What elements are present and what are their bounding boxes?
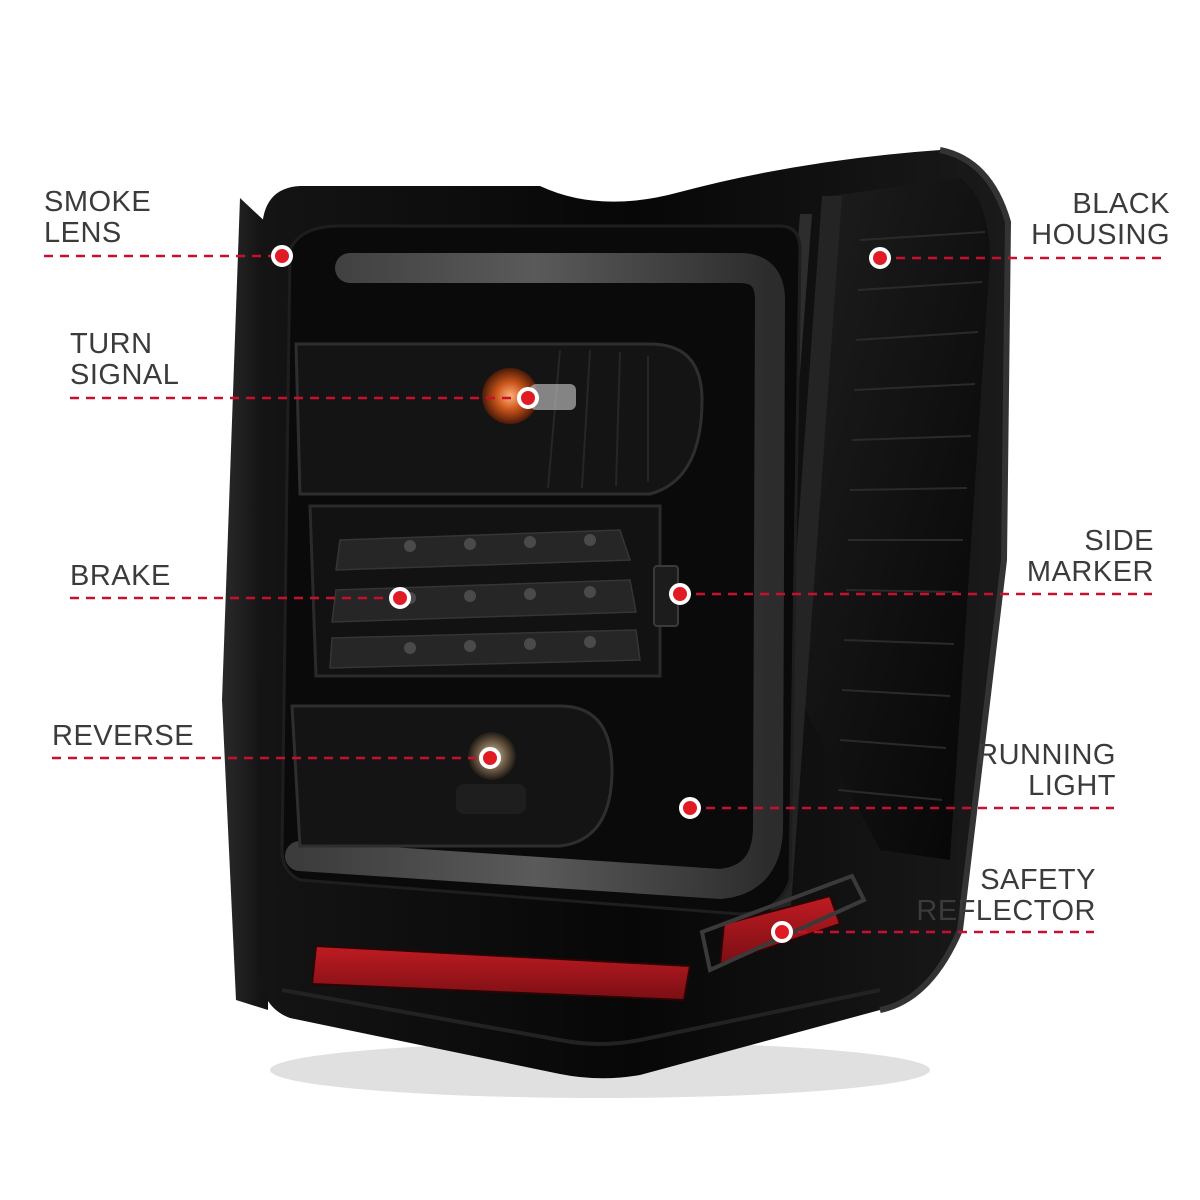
label-side-marker-line1: SIDE <box>1084 525 1154 557</box>
fin-ribs <box>837 231 986 801</box>
safety-reflector-dot <box>771 921 793 943</box>
label-running-light-line2: LIGHT <box>1028 770 1116 802</box>
reflector-bezel <box>699 873 867 973</box>
turn-signal-dot <box>517 387 539 409</box>
label-running-light: RUNNING LIGHT <box>977 740 1116 802</box>
reverse-bulb-socket <box>456 784 526 814</box>
label-turn-signal-line1: TURN <box>70 328 153 360</box>
lower-reflector <box>310 944 692 1002</box>
turn-signal-bulb <box>482 368 538 424</box>
housing-rim <box>879 147 1012 1013</box>
label-brake-line1: BRAKE <box>70 560 171 592</box>
label-smoke-lens: SMOKE LENS <box>44 187 151 249</box>
label-turn-signal-line2: SIGNAL <box>70 359 180 391</box>
label-running-light-line1: RUNNING <box>977 739 1116 771</box>
label-black-housing: BLACK HOUSING <box>1031 189 1170 251</box>
turn-reflector-lines <box>547 349 649 489</box>
reverse-chamber <box>290 704 614 848</box>
label-black-housing-line1: BLACK <box>1072 188 1170 220</box>
callout-dots <box>271 245 891 943</box>
label-brake: BRAKE <box>70 561 171 592</box>
side-marker-dot <box>669 583 691 605</box>
label-safety-reflector-line2: REFLECTOR <box>916 895 1096 927</box>
brake-dot <box>389 587 411 609</box>
label-smoke-lens-line1: SMOKE <box>44 186 152 218</box>
label-safety-reflector: SAFETY REFLECTOR <box>916 865 1096 927</box>
turn-bulb-socket <box>530 384 576 410</box>
label-smoke-lens-line2: LENS <box>44 217 122 249</box>
label-turn-signal: TURN SIGNAL <box>70 329 179 391</box>
label-safety-reflector-line1: SAFETY <box>980 864 1096 896</box>
label-reverse: REVERSE <box>52 721 194 752</box>
label-reverse-line1: REVERSE <box>52 720 195 752</box>
label-side-marker: SIDE MARKER <box>1027 526 1154 588</box>
housing-bottom-lip <box>281 988 881 1046</box>
reverse-dot <box>479 747 501 769</box>
black-housing-dot <box>869 247 891 269</box>
brake-led-dots <box>404 534 596 654</box>
running-light-tube <box>285 253 786 900</box>
running-light-dot <box>679 797 701 819</box>
callout-lines <box>44 254 1168 934</box>
label-black-housing-line2: HOUSING <box>1031 219 1170 251</box>
label-side-marker-line2: MARKER <box>1026 556 1154 588</box>
smoke-lens-dot <box>271 245 293 267</box>
